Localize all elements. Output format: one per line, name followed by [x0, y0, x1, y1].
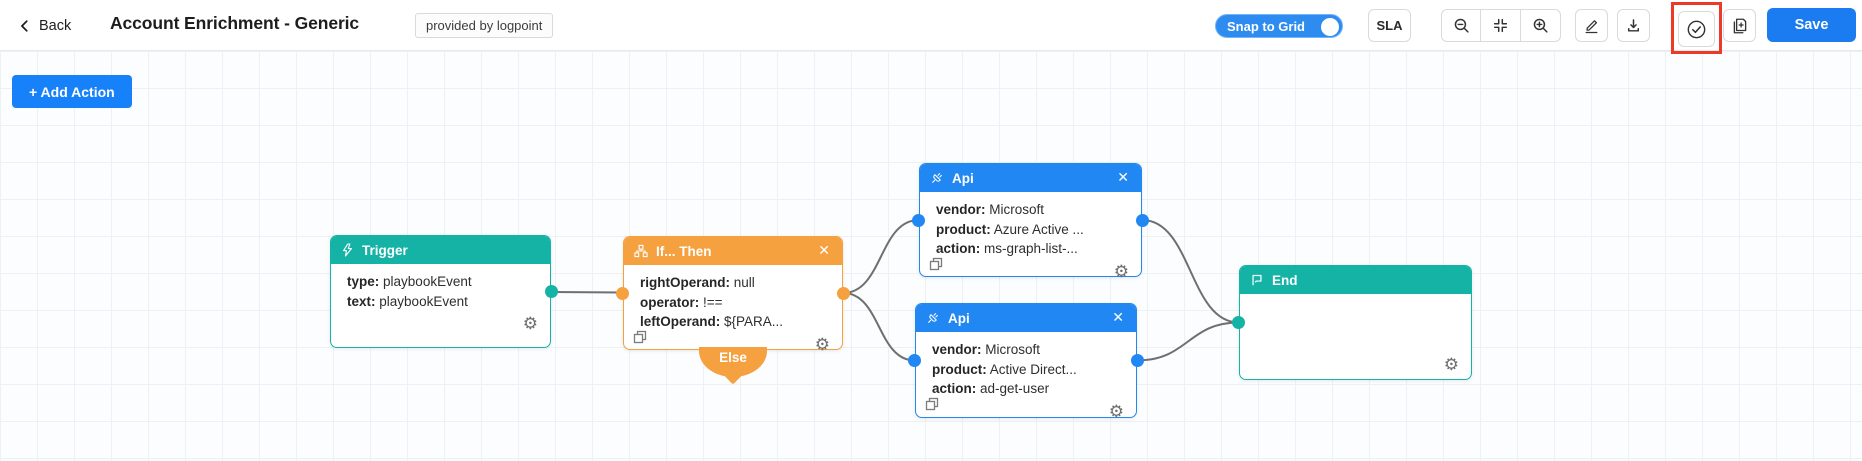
gear-icon[interactable]: ⚙	[1108, 401, 1124, 422]
toolbar: Back Account Enrichment - Generic provid…	[0, 0, 1862, 51]
toggle-knob	[1321, 17, 1339, 36]
gear-icon[interactable]: ⚙	[1113, 261, 1129, 282]
back-label: Back	[39, 18, 72, 34]
edge-api-bottom-to-end	[1136, 321, 1240, 362]
api-node-header: Api ✕	[920, 164, 1141, 192]
gear-icon[interactable]: ⚙	[814, 334, 830, 355]
zoom-out-icon	[1454, 18, 1469, 33]
edge-trigger-to-if	[550, 291, 624, 294]
pencil-icon	[1585, 20, 1598, 34]
gear-icon[interactable]: ⚙	[522, 314, 538, 335]
edge-if-to-api-top	[842, 219, 920, 294]
node-field: action: ms-graph-list-...	[936, 241, 1078, 257]
input-port[interactable]	[616, 286, 629, 300]
node-title: Api	[952, 170, 974, 186]
if-then-node-header: If... Then ✕	[624, 237, 842, 265]
file-plus-icon	[1733, 18, 1746, 33]
check-circle-icon	[1687, 20, 1706, 38]
duplicate-icon[interactable]	[633, 330, 648, 350]
node-title: End	[1272, 272, 1298, 288]
node-field: product: Active Direct...	[932, 361, 1077, 377]
trigger-node-header: Trigger	[331, 236, 550, 264]
output-port[interactable]	[545, 285, 558, 298]
node-title: Trigger	[362, 242, 408, 258]
lightning-icon	[343, 243, 352, 257]
node-field: text: playbookEvent	[347, 293, 468, 309]
plug-icon	[928, 313, 938, 323]
edge-api-top-to-end	[1141, 219, 1240, 324]
sitemap-icon	[634, 244, 648, 258]
output-port[interactable]	[1136, 213, 1149, 227]
input-port[interactable]	[1232, 316, 1245, 329]
zoom-in-icon	[1533, 18, 1548, 33]
save-button[interactable]: Save	[1767, 8, 1856, 42]
add-action-button[interactable]: + Add Action	[12, 75, 132, 108]
node-field: operator: !==	[640, 294, 723, 310]
edge-if-to-api-bottom	[842, 292, 916, 362]
api-node-top[interactable]: Api ✕ vendor: Microsoft product: Azure A…	[912, 163, 1149, 280]
duplicate-icon[interactable]	[929, 257, 944, 277]
input-port[interactable]	[908, 354, 921, 367]
node-field: type: playbookEvent	[347, 274, 472, 289]
fit-view-button[interactable]	[1480, 9, 1521, 42]
edit-button[interactable]	[1575, 9, 1608, 42]
duplicate-playbook-button[interactable]	[1723, 9, 1756, 42]
node-field: vendor: Microsoft	[932, 342, 1041, 357]
download-button[interactable]	[1617, 9, 1650, 42]
api-node-header: Api ✕	[916, 304, 1136, 332]
output-port[interactable]	[1131, 354, 1144, 367]
zoom-out-button[interactable]	[1441, 9, 1482, 42]
input-port[interactable]	[912, 213, 925, 227]
page-title: Account Enrichment - Generic	[110, 13, 360, 33]
close-icon[interactable]: ✕	[818, 243, 830, 259]
close-icon[interactable]: ✕	[1117, 170, 1129, 186]
api-node-bottom[interactable]: Api ✕ vendor: Microsoft product: Active …	[908, 303, 1144, 422]
close-icon[interactable]: ✕	[1112, 310, 1124, 326]
snap-to-grid-toggle[interactable]: Snap to Grid	[1215, 14, 1343, 38]
fit-view-icon	[1493, 18, 1508, 33]
node-field: action: ad-get-user	[932, 381, 1050, 397]
plug-icon	[932, 173, 942, 183]
validate-button[interactable]	[1678, 11, 1715, 47]
node-field: leftOperand: ${PARA...	[640, 314, 784, 330]
output-port[interactable]	[837, 286, 850, 300]
sla-label: SLA	[1376, 18, 1403, 33]
back-button[interactable]: Back	[18, 12, 71, 40]
download-icon	[1627, 19, 1640, 32]
end-node[interactable]: End ⚙	[1232, 265, 1472, 380]
node-field: vendor: Microsoft	[936, 202, 1045, 217]
chevron-left-icon	[21, 20, 28, 32]
flag-icon	[1252, 274, 1262, 286]
gear-icon[interactable]: ⚙	[1443, 355, 1459, 375]
node-title: If... Then	[656, 243, 712, 259]
if-then-node[interactable]: If... Then ✕ rightOperand: null operator…	[616, 236, 850, 377]
playbook-canvas[interactable]: + Add Action Trigger type: playbookEvent…	[0, 51, 1862, 461]
snap-to-grid-label: Snap to Grid	[1227, 18, 1305, 34]
end-node-header: End	[1240, 266, 1471, 294]
zoom-in-button[interactable]	[1520, 9, 1561, 42]
duplicate-icon[interactable]	[925, 397, 940, 417]
node-title: Api	[948, 310, 970, 326]
edge-layer	[550, 219, 1240, 362]
node-field: product: Azure Active ...	[936, 221, 1084, 237]
trigger-node[interactable]: Trigger type: playbookEvent text: playbo…	[330, 235, 558, 348]
sla-button[interactable]: SLA	[1368, 9, 1411, 42]
node-field: rightOperand: null	[640, 275, 755, 290]
provider-badge: provided by logpoint	[415, 13, 554, 38]
